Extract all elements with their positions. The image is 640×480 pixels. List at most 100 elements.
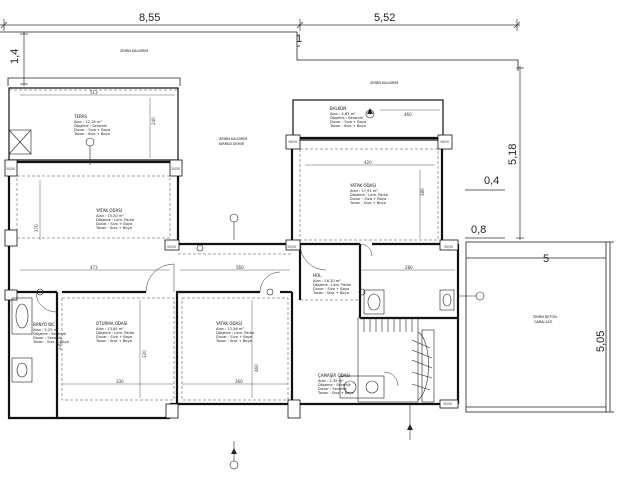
room-info-camasir: ÇAMAŞIR ODASI Alan : 2,39 m² Döşeme : Se…: [317, 373, 354, 395]
top-dimension-line: [0, 19, 521, 31]
room-dim-lines: [20, 94, 455, 398]
svg-text:Alan : 12,56 m²: Alan : 12,56 m²: [216, 327, 244, 331]
svg-text:BALKON: BALKON: [330, 106, 346, 111]
svg-text:Duvar : Sıva + Boya: Duvar : Sıva + Boya: [74, 128, 110, 132]
svg-text:Döşeme : Seramik: Döşeme : Seramik: [33, 332, 67, 336]
dimension-left: 1,4: [9, 49, 21, 64]
bathroom-fixtures: [11, 289, 455, 399]
column-label-6: 30/50: [288, 140, 297, 144]
svg-text:Döşeme : Seramik: Döşeme : Seramik: [318, 383, 352, 387]
svg-text:Duvar : Sıva + Boya: Duvar : Sıva + Boya: [313, 287, 349, 291]
door-swings: [35, 243, 399, 387]
room-info-balkon: BALKON Alan : 4,63 m² Döşeme : Seramik D…: [329, 106, 366, 128]
dimension-garage-depth: 5,05: [595, 331, 607, 352]
svg-text:Tavan : Sıva + Boya: Tavan : Sıva + Boya: [349, 201, 386, 205]
svg-text:Duvar : Seramik: Duvar : Seramik: [33, 336, 63, 340]
svg-text:Alan : 2,39 m²: Alan : 2,39 m²: [318, 379, 344, 383]
room-info-yatak3: YATAK ODASI Alan : 12,56 m² Döşeme : Lam…: [215, 321, 255, 343]
dim-230: 230: [57, 342, 62, 350]
svg-text:BANYO WC: BANYO WC: [33, 322, 55, 327]
svg-text:Alan : 16,20 m²: Alan : 16,20 m²: [313, 279, 341, 283]
dim-yatak2-depth: 380: [420, 188, 425, 196]
svg-text:Duvar : Seramik: Duvar : Seramik: [318, 387, 348, 391]
svg-text:Döşeme : Seramik: Döşeme : Seramik: [74, 124, 108, 128]
pavement-outline: [0, 31, 519, 86]
svg-text:Alan : 15,20 m²: Alan : 15,20 m²: [96, 214, 124, 218]
dim-teras-width: 513: [90, 90, 98, 95]
left-dimension-line: [20, 32, 28, 86]
staircase: [357, 317, 435, 403]
svg-text:Alan : 12,16 m²: Alan : 12,16 m²: [74, 120, 102, 124]
dimension-right-balcony: 5,18: [507, 144, 519, 165]
svg-text:Tavan : Sıva + Boya: Tavan : Sıva + Boya: [329, 124, 366, 128]
svg-text:Duvar : Sıva + Boya: Duvar : Sıva + Boya: [350, 197, 386, 201]
room-info-banyo: BANYO WC Alan : 5,25 m² Döşeme : Seramik…: [32, 322, 69, 344]
svg-text:Alan : 17,91 m²: Alan : 17,91 m²: [350, 189, 378, 193]
column-label-4: 30/50: [287, 245, 296, 249]
dimension-right-small: 0,8: [471, 224, 486, 236]
walls: [7, 87, 460, 420]
dim-460b: 460: [254, 364, 259, 372]
svg-text:Döşeme : Seramik: Döşeme : Seramik: [330, 116, 364, 120]
pavement-label-mid: ZEMİN KALDIRIM: [219, 136, 247, 141]
dim-240: 240: [151, 117, 156, 125]
beam-lines: [9, 89, 439, 401]
dim-460: 460: [404, 112, 412, 117]
svg-text:Tavan : Sıva + Boya: Tavan : Sıva + Boya: [73, 132, 110, 136]
column-label-1: 30/50: [6, 167, 15, 171]
svg-text:YATAK ODASI: YATAK ODASI: [349, 183, 376, 188]
dim-560: 560: [236, 265, 244, 270]
svg-text:Tavan : Sıva + Boya: Tavan : Sıva + Boya: [32, 340, 69, 344]
hatched-column: [8, 129, 32, 155]
balcony-outline: [292, 99, 444, 141]
svg-text:Duvar : Sıva + Boya: Duvar : Sıva + Boya: [96, 222, 132, 226]
dimension-top-left: 8,55: [139, 12, 160, 24]
dim-yatak3-width: 360: [235, 379, 243, 384]
columns: [4, 134, 459, 419]
level-markers: [231, 108, 413, 454]
column-label-3: 50/50: [167, 245, 176, 249]
room-info-yatak2: YATAK ODASI Alan : 17,91 m² Döşeme : Lam…: [349, 183, 389, 205]
garage-label-2: GARAJ ALTI: [534, 320, 552, 324]
svg-text:Alan : 13,85 m²: Alan : 13,85 m²: [96, 327, 124, 331]
svg-text:Döşeme : Lam. Parke: Döşeme : Lam. Parke: [313, 283, 352, 287]
dimension-top-right: 5,52: [374, 12, 395, 24]
garage-area: [465, 241, 614, 413]
garage-label-1: ZEMİN BETON: [533, 314, 557, 319]
dim-370: 370: [34, 224, 39, 232]
svg-text:Döşeme : Lam. Parke: Döşeme : Lam. Parke: [96, 331, 135, 335]
svg-text:OTURMA ODASI: OTURMA ODASI: [96, 321, 127, 326]
svg-text:Duvar : Sıva + Boya: Duvar : Sıva + Boya: [96, 335, 132, 339]
room-info-teras: TERAS Alan : 12,16 m² Döşeme : Seramik D…: [73, 114, 110, 136]
marker-1: 1: [296, 33, 302, 45]
svg-text:Duvar : Sıva + Boya: Duvar : Sıva + Boya: [330, 120, 366, 124]
svg-text:Tavan : Sıva + Boya: Tavan : Sıva + Boya: [215, 339, 252, 343]
column-label-5: 30/50: [444, 245, 453, 249]
dim-yatak2-width: 420: [364, 160, 372, 165]
svg-text:Duvar : Sıva + Boya: Duvar : Sıva + Boya: [216, 335, 252, 339]
pavement-label-right: ZEMİN KALDIRIM: [370, 80, 398, 85]
svg-text:Tavan : Sıva + Boya: Tavan : Sıva + Boya: [95, 226, 132, 230]
svg-text:Döşeme : Lam. Parke: Döşeme : Lam. Parke: [350, 193, 389, 197]
svg-text:Tavan : Sıva + Boya: Tavan : Sıva + Boya: [312, 291, 349, 295]
svg-text:Tavan : Sıva + Boya: Tavan : Sıva + Boya: [95, 339, 132, 343]
right-dimension-line: [465, 66, 524, 240]
svg-text:TERAS: TERAS: [73, 114, 87, 119]
svg-text:YATAK ODASI: YATAK ODASI: [95, 208, 122, 213]
dimension-right-step: 0,4: [484, 175, 499, 187]
room-info-yatak1: YATAK ODASI Alan : 15,20 m² Döşeme : Lam…: [95, 208, 135, 230]
svg-text:Alan : 5,25 m²: Alan : 5,25 m²: [33, 328, 59, 332]
svg-text:Alan : 4,63 m²: Alan : 4,63 m²: [330, 112, 356, 116]
dim-hol-width: 280: [405, 265, 413, 270]
room-info-hol: HOL Alan : 16,20 m² Döşeme : Lam. Parke …: [312, 273, 352, 295]
svg-text:Tavan : Sıva + Boya: Tavan : Sıva + Boya: [317, 391, 354, 395]
section-markers: [36, 109, 485, 470]
room-info-oturma: OTURMA ODASI Alan : 13,85 m² Döşeme : La…: [95, 321, 135, 343]
column-label-7: 30/50: [440, 140, 449, 144]
svg-text:YATAK ODASI: YATAK ODASI: [215, 321, 242, 326]
svg-text:Döşeme : Lam. Parke: Döşeme : Lam. Parke: [216, 331, 255, 335]
dim-473: 473: [90, 265, 98, 270]
column-label-2: 30/50: [171, 167, 180, 171]
dim-oturma-width: 330: [116, 379, 124, 384]
